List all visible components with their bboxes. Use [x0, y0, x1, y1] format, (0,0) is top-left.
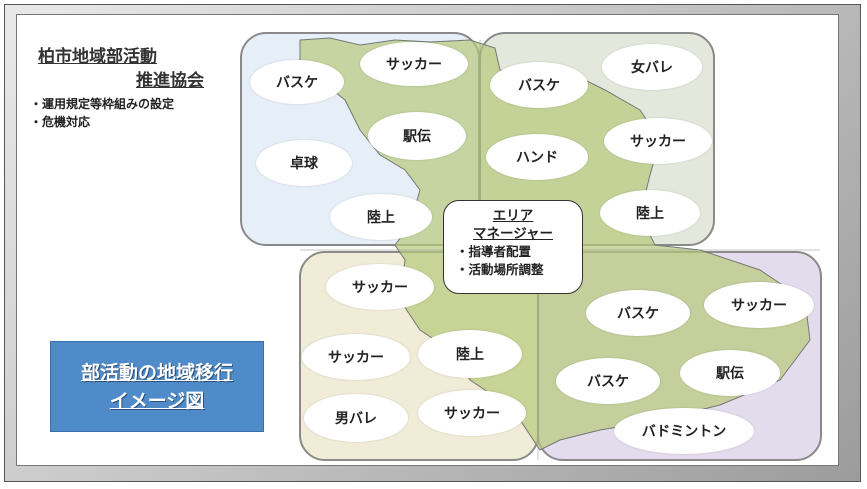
club-oval: 陸上 [330, 194, 432, 240]
club-oval: サッカー [704, 282, 814, 328]
club-oval: サッカー [604, 118, 712, 164]
image-title-box: 部活動の地域移行 イメージ図 [50, 341, 264, 432]
club-oval: バスケ [490, 62, 588, 108]
association-title-line1: 柏市地域部活動 [38, 47, 157, 67]
club-oval: 男バレ [304, 394, 408, 442]
club-oval: サッカー [302, 334, 410, 380]
area-manager-bullet: ・指導者配置 [456, 244, 532, 259]
club-oval: 駅伝 [368, 112, 466, 160]
area-manager-bullet: ・活動場所調整 [456, 262, 544, 277]
association-bullet: ・危機対応 [30, 115, 91, 129]
area-manager-title-line1: エリア [492, 208, 534, 224]
club-oval: 卓球 [256, 140, 352, 186]
club-oval: 駅伝 [680, 350, 780, 396]
club-oval: サッカー [326, 264, 434, 310]
club-oval: バドミントン [614, 408, 754, 454]
club-oval: バスケ [556, 358, 660, 404]
club-oval: 女バレ [602, 44, 702, 90]
club-oval: サッカー [360, 42, 468, 86]
image-title-line1: 部活動の地域移行 [80, 361, 233, 384]
image-title-line2: イメージ図 [109, 389, 205, 412]
club-oval: ハンド [486, 134, 588, 180]
club-oval: バスケ [586, 290, 690, 336]
club-oval: 陸上 [418, 330, 522, 378]
association-bullet: ・運用規定等枠組みの設定 [30, 97, 175, 111]
area-manager-title-line2: マネージャー [472, 226, 554, 242]
area-manager-box: エリア マネージャー ・指導者配置 ・活動場所調整 [443, 200, 583, 294]
club-oval: 陸上 [600, 190, 700, 236]
club-oval: バスケ [250, 60, 344, 104]
association-title-line2: 推進協会 [136, 71, 204, 91]
club-oval: サッカー [418, 390, 526, 436]
